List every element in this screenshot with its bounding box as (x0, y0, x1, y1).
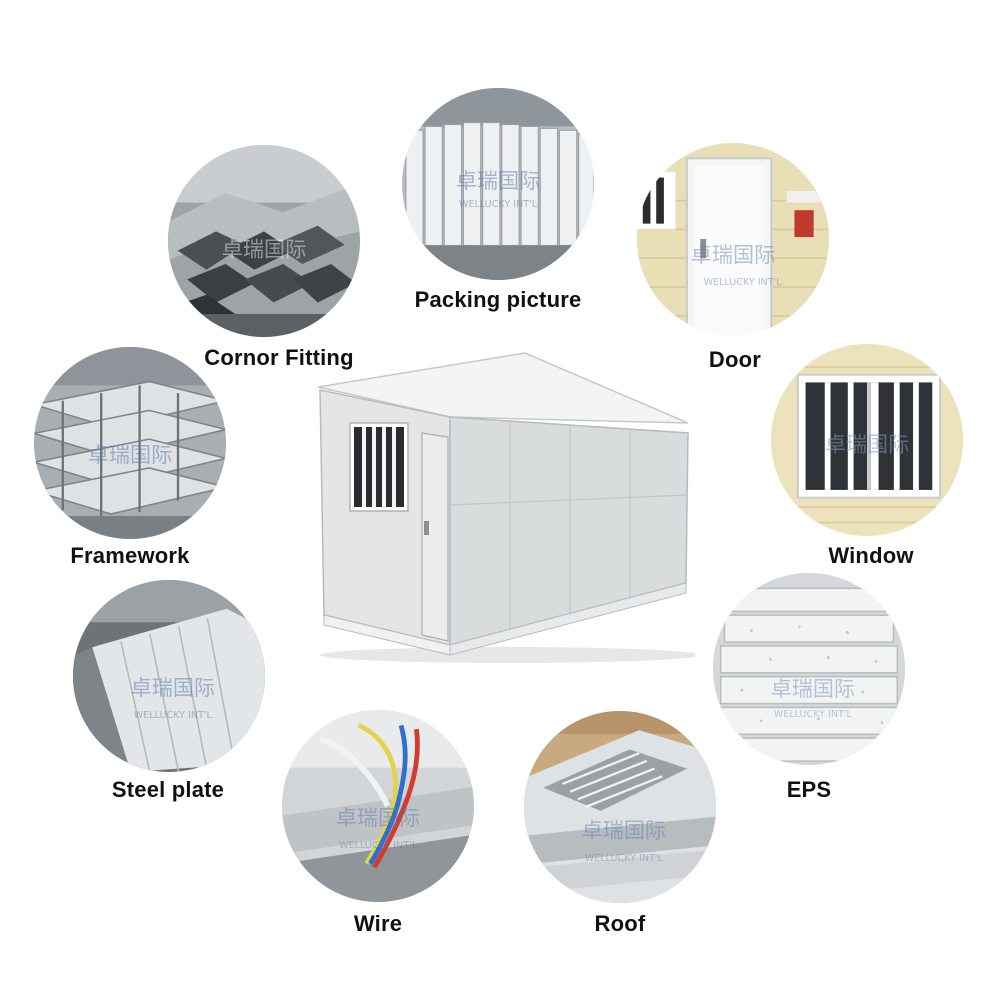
steel-plate-label: Steel plate (111, 777, 225, 802)
steel-plate-photo: 卓瑞国际 WELLUCKY INT'L (73, 580, 265, 772)
wire-photo: 卓瑞国际 WELLUCKY INT'L (282, 710, 474, 902)
watermark-brand-text: WELLUCKY INT'L (459, 199, 538, 210)
eps-label: EPS (786, 777, 832, 802)
watermark-logo-text: 卓瑞国际 (825, 432, 909, 457)
cornor-fitting-photo: 卓瑞国际 (168, 145, 360, 337)
packing-picture-photo: 卓瑞国际 WELLUCKY INT'L (402, 88, 594, 280)
framework-label: Framework (70, 543, 190, 568)
cornor-fitting-label: Cornor Fitting (204, 345, 354, 370)
roof-label: Roof (594, 911, 646, 936)
watermark-brand-text: WELLUCKY INT'L (585, 853, 664, 864)
watermark-brand-text: WELLUCKY INT'L (774, 709, 853, 720)
folding-container-house (310, 345, 695, 665)
watermark-logo-text: 卓瑞国际 (582, 818, 666, 843)
watermark-logo-text: 卓瑞国际 (88, 442, 172, 467)
watermark-logo-text: 卓瑞国际 (222, 236, 306, 261)
watermark-logo-text: 卓瑞国际 (456, 168, 540, 193)
framework-photo: 卓瑞国际 (34, 347, 226, 539)
watermark-logo-text: 卓瑞国际 (336, 805, 420, 830)
eps-photo: 卓瑞国际 WELLUCKY INT'L (713, 573, 905, 765)
window-photo: 卓瑞国际 (771, 344, 963, 536)
wire-label: Wire (353, 911, 403, 936)
watermark-logo-text: 卓瑞国际 (131, 675, 215, 700)
watermark-logo-text: 卓瑞国际 (691, 242, 775, 267)
watermark-brand-text: WELLUCKY INT'L (134, 710, 213, 721)
door-photo: 卓瑞国际 WELLUCKY INT'L (637, 143, 829, 335)
door-label: Door (708, 347, 762, 372)
packing-picture-label: Packing picture (414, 287, 582, 312)
window-label: Window (828, 543, 914, 568)
roof-photo: 卓瑞国际 WELLUCKY INT'L (524, 711, 716, 903)
watermark-brand-text: WELLUCKY INT'L (339, 840, 418, 851)
watermark-brand-text: WELLUCKY INT'L (704, 277, 783, 288)
watermark-logo-text: 卓瑞国际 (771, 676, 855, 701)
